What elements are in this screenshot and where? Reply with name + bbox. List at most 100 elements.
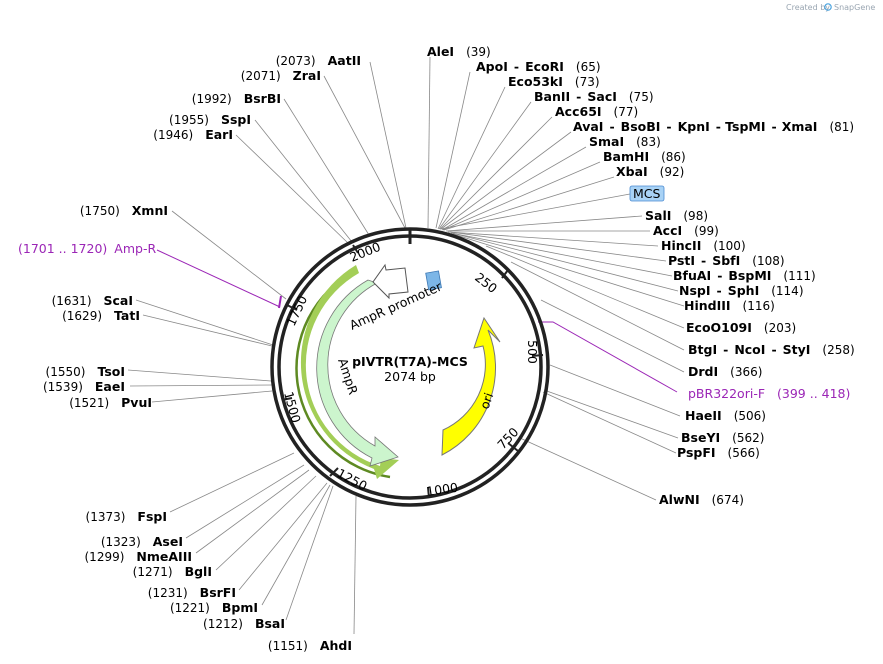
tick-label-250: 250 <box>472 270 500 297</box>
site-fspi[interactable]: (1373)FspI <box>86 509 167 524</box>
site-ahdi[interactable]: (1151)AhdI <box>268 638 352 653</box>
site-bfuai-bspmi[interactable]: BfuAI-BspMI(111) <box>673 268 816 283</box>
connector-bsai <box>285 485 334 621</box>
tick-1000 <box>427 486 430 499</box>
site-pvui[interactable]: (1521)PvuI <box>69 395 152 410</box>
site-psti-sbfi[interactable]: PstI-SbfI(108) <box>668 253 785 268</box>
mcs-feature-marker[interactable] <box>425 270 442 291</box>
plasmid-name: pIVTR(T7A)-MCS <box>352 354 468 369</box>
connector-scai <box>135 299 274 346</box>
tick-500 <box>531 354 544 357</box>
site-bgli[interactable]: (1271)BglI <box>133 564 212 579</box>
connector-sspi <box>254 119 353 243</box>
site-connector-lines <box>127 56 685 635</box>
connector-xmni <box>171 210 287 300</box>
connector-acc65i <box>439 116 553 230</box>
site-pspfi[interactable]: PspFI(566) <box>677 445 760 460</box>
connector-pvui <box>151 390 273 403</box>
connector-fspi <box>169 452 295 513</box>
snapgene-logo-icon <box>824 3 832 11</box>
ampr-promoter-arrow[interactable] <box>372 263 409 300</box>
tick-label-1000: 1000 <box>425 480 459 499</box>
site-drdi[interactable]: DrdI(366) <box>688 364 762 379</box>
site-eco53ki[interactable]: Eco53kI(73) <box>508 74 600 89</box>
connector-haeii <box>549 364 681 417</box>
connector-bgli <box>215 475 317 571</box>
site-haeii[interactable]: HaeII(506) <box>685 408 766 423</box>
site-acc65i[interactable]: Acc65I(77) <box>555 104 638 119</box>
site-bamhi[interactable]: BamHI(86) <box>603 149 686 164</box>
ampr-arrow[interactable] <box>316 279 399 467</box>
connector-apoi <box>435 71 471 229</box>
connector-bsrfi <box>238 482 328 591</box>
site-asei[interactable]: (1323)AseI <box>101 534 183 549</box>
site-smai[interactable]: SmaI(83) <box>589 134 661 149</box>
site-nspi-sphi[interactable]: NspI-SphI(114) <box>679 283 804 298</box>
primer-amp-r-label[interactable]: (1701 .. 1720)Amp-R <box>18 241 156 256</box>
primer-pbr322ori-f-connector <box>538 321 678 393</box>
plasmid-length: 2074 bp <box>384 369 436 384</box>
site-tati[interactable]: (1629)TatI <box>62 308 140 323</box>
site-xbai[interactable]: XbaI(92) <box>616 164 684 179</box>
watermark-brand: SnapGene <box>834 3 875 12</box>
connector-eaei <box>129 384 273 387</box>
connector-avai <box>440 131 572 230</box>
tick-750 <box>507 442 519 452</box>
site-nmeaiii[interactable]: (1299)NmeAIII <box>85 549 193 564</box>
site-bpmi[interactable]: (1221)BpmI <box>170 600 258 615</box>
site-hincii[interactable]: HincII(100) <box>661 238 746 253</box>
site-eaei[interactable]: (1539)EaeI <box>43 379 125 394</box>
mcs-box[interactable] <box>629 185 665 202</box>
tick-label-500: 500 <box>525 340 540 364</box>
connector-eco53ki <box>437 86 506 230</box>
connector-ahdi <box>353 495 357 635</box>
connector-sali <box>445 215 643 232</box>
connector-bamhi <box>442 161 601 231</box>
connector-tati <box>142 314 273 347</box>
mcs-label: MCS <box>633 186 661 201</box>
site-scai[interactable]: (1631)ScaI <box>52 293 133 308</box>
connector-xbai <box>443 176 615 231</box>
site-sspi[interactable]: (1955)SspI <box>169 112 251 127</box>
connector-zrai <box>323 75 406 229</box>
connector-bfuai <box>450 232 673 277</box>
site-bsrbi[interactable]: (1992)BsrBI <box>192 91 281 106</box>
connector-bseyi <box>543 389 679 439</box>
connector-smai <box>441 146 587 231</box>
site-alwni[interactable]: AlwNI(674) <box>659 492 744 507</box>
site-btgi-ncoi-styi[interactable]: BtgI-NcoI-StyI(258) <box>688 342 855 357</box>
tick-250 <box>501 269 509 279</box>
primer-amp-r-mark <box>278 295 282 309</box>
connector-alwni <box>519 437 657 501</box>
site-alei[interactable]: AleI(39) <box>427 44 491 59</box>
site-xmni[interactable]: (1750)XmnI <box>80 203 168 218</box>
primer-pbr322ori-f-label[interactable]: pBR322ori-F(399 .. 418) <box>688 386 850 401</box>
site-aatii[interactable]: (2073)AatII <box>276 53 361 68</box>
site-tsoi[interactable]: (1550)TsoI <box>46 364 125 379</box>
tick-1250 <box>329 467 339 477</box>
site-zrai[interactable]: (2071)ZraI <box>241 68 321 83</box>
site-bsai[interactable]: (1212)BsaI <box>203 616 285 631</box>
connector-drdi <box>540 299 685 373</box>
site-banii-saci[interactable]: BanII-SacI(75) <box>534 89 654 104</box>
site-hindiii[interactable]: HindIII(116) <box>684 298 775 313</box>
connector-nspi <box>451 232 679 292</box>
tick-label-750: 750 <box>494 424 521 452</box>
connector-alei <box>427 56 431 229</box>
site-bsrfi[interactable]: (1231)BsrFI <box>148 585 236 600</box>
site-eari[interactable]: (1946)EarI <box>153 127 233 142</box>
connector-hindiii <box>452 233 685 307</box>
site-apoi-ecori[interactable]: ApoI-EcoRI(65) <box>476 59 601 74</box>
site-avai-group[interactable]: AvaI-BsoBI-KpnI-TspMI-XmaI(81) <box>573 119 854 134</box>
ori-label: ori <box>477 391 497 411</box>
site-acci[interactable]: AccI(99) <box>653 223 719 238</box>
ori-arrow[interactable] <box>441 316 501 456</box>
site-eco0109i[interactable]: EcoO109I(203) <box>686 320 796 335</box>
site-sali[interactable]: SalI(98) <box>645 208 708 223</box>
watermark-created-by: Created by <box>786 3 830 12</box>
mcs-connector <box>439 193 631 230</box>
site-bseyi[interactable]: BseYI(562) <box>681 430 764 445</box>
connector-eari <box>235 134 350 245</box>
